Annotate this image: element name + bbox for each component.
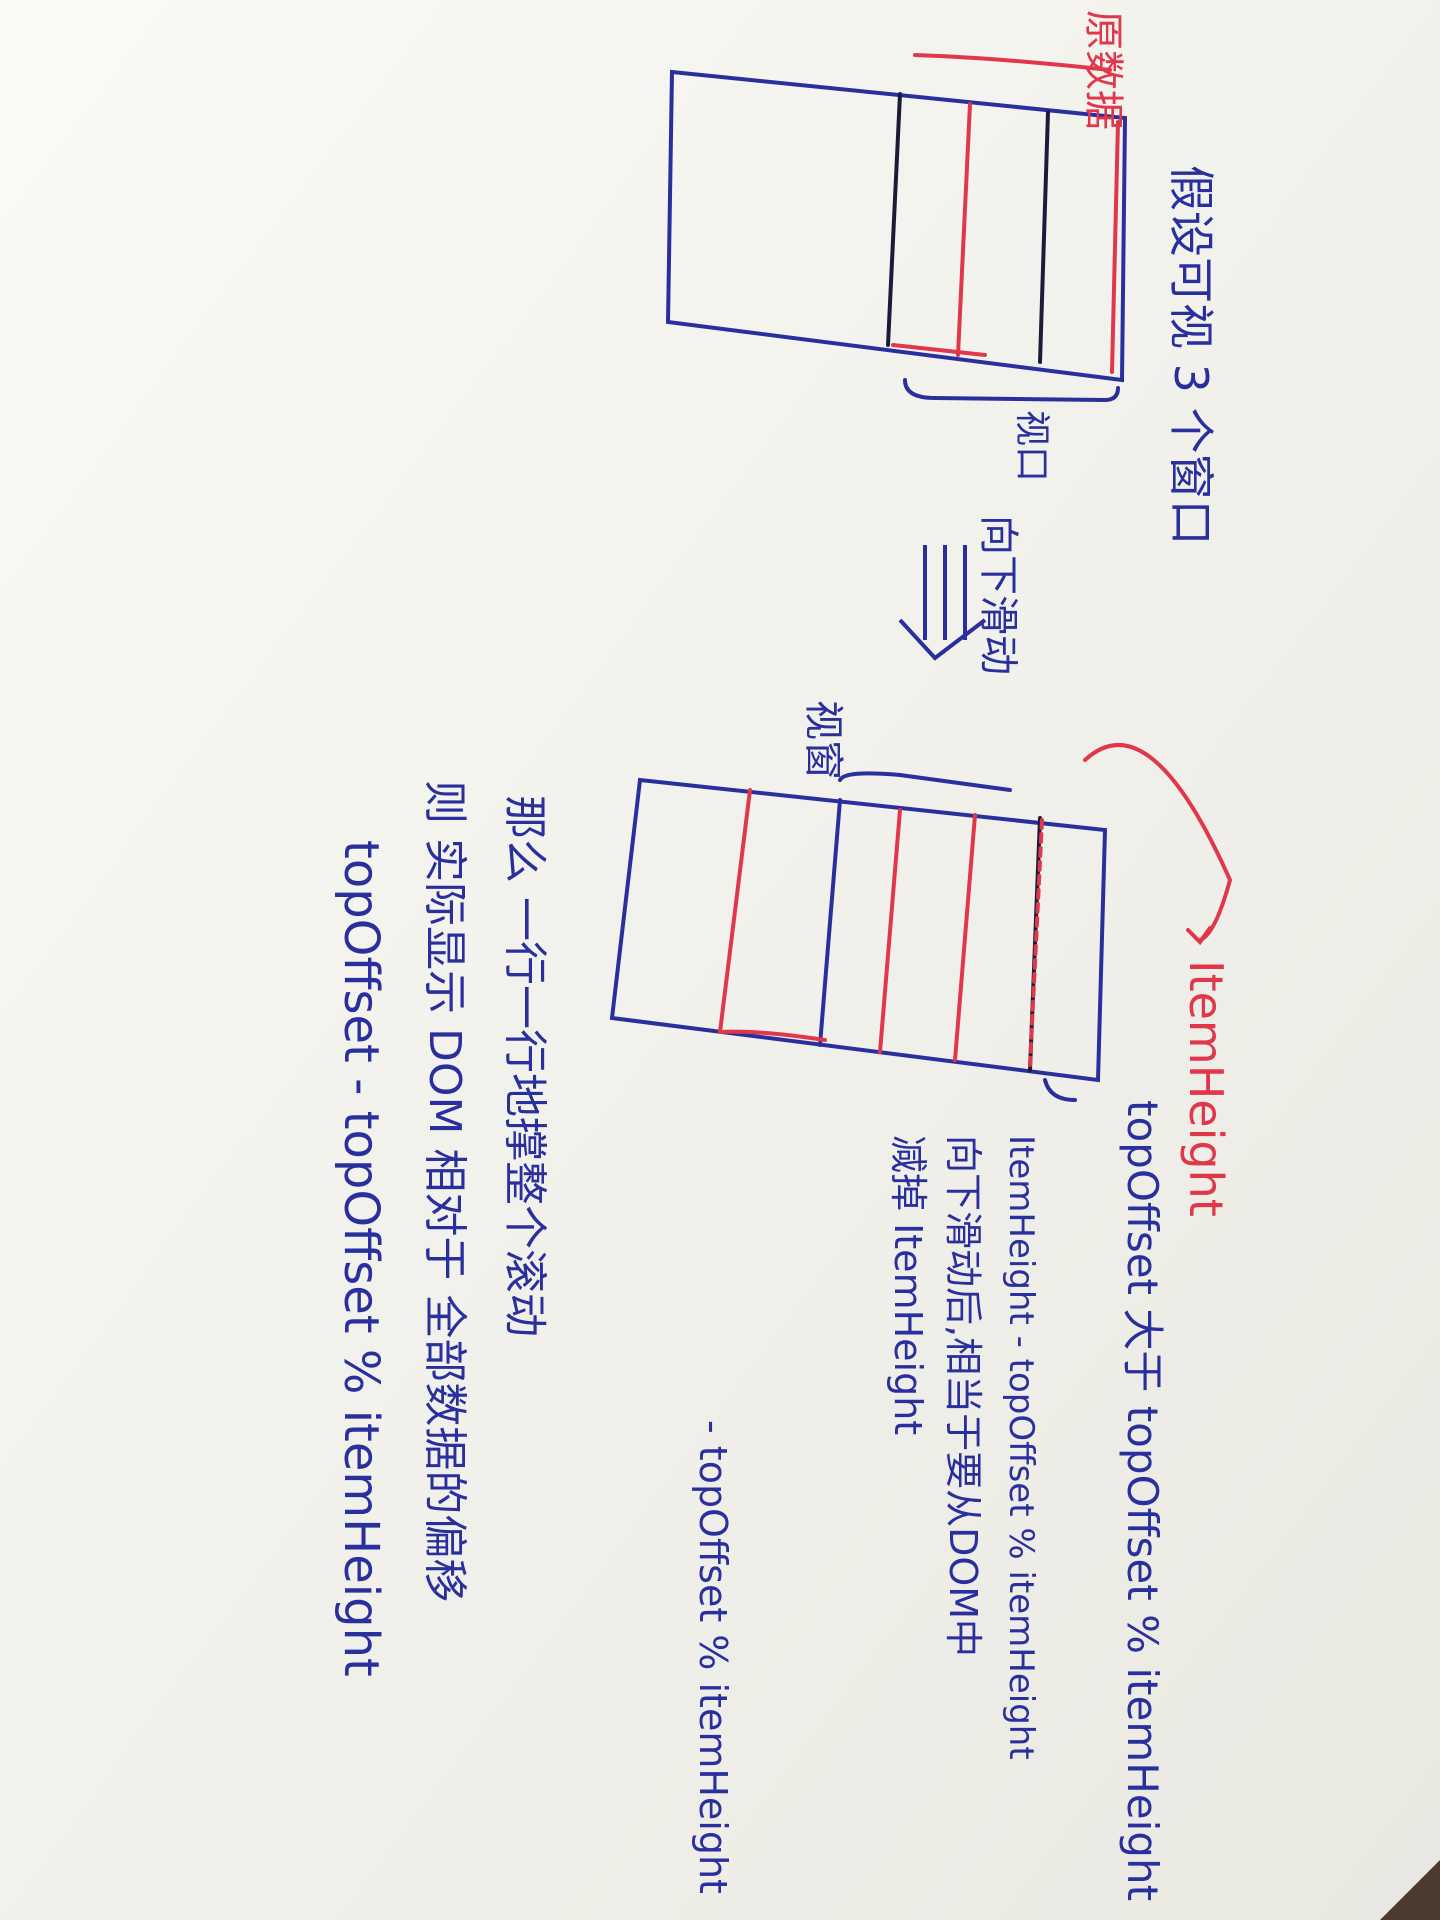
finger-shadow (0, 740, 240, 1580)
brace-red-label: 原数据 (1080, 10, 1126, 130)
viewport-label: 视口 (1011, 410, 1052, 482)
conclusion-3: topOffset - topOffset % itemHeight (333, 840, 389, 1677)
conclusion-1: 那么 一行一行地撑整个滚动 (499, 795, 550, 1337)
formula-2: ItemHeight - topOffset % itemHeight (1001, 1135, 1041, 1760)
formula-1: topOffset 大于 topOffset % itemHeight (1118, 1100, 1167, 1901)
item-height-label: ItemHeight (1179, 960, 1233, 1217)
conclusion-2: 则 实际显示 DOM 相对于 全部数据的偏移 (419, 780, 470, 1602)
diagram-after-scroll (609, 743, 1233, 1102)
formula-3: 向下滑动后,相当于要从DOM中 (941, 1135, 985, 1657)
scroll-label: 向下滑动 (975, 515, 1021, 675)
formula-4: 减掉 ItemHeight (886, 1135, 930, 1435)
table-corner (1380, 1860, 1440, 1920)
title-note: 假设可视 3 个窗口 (1164, 165, 1218, 546)
diagram-before-scroll (665, 53, 1128, 403)
formula-5: - topOffset % itemHeight (691, 1420, 735, 1894)
scroll-arrow (898, 545, 987, 661)
scroll-sub-label: 视窗 (800, 700, 846, 780)
